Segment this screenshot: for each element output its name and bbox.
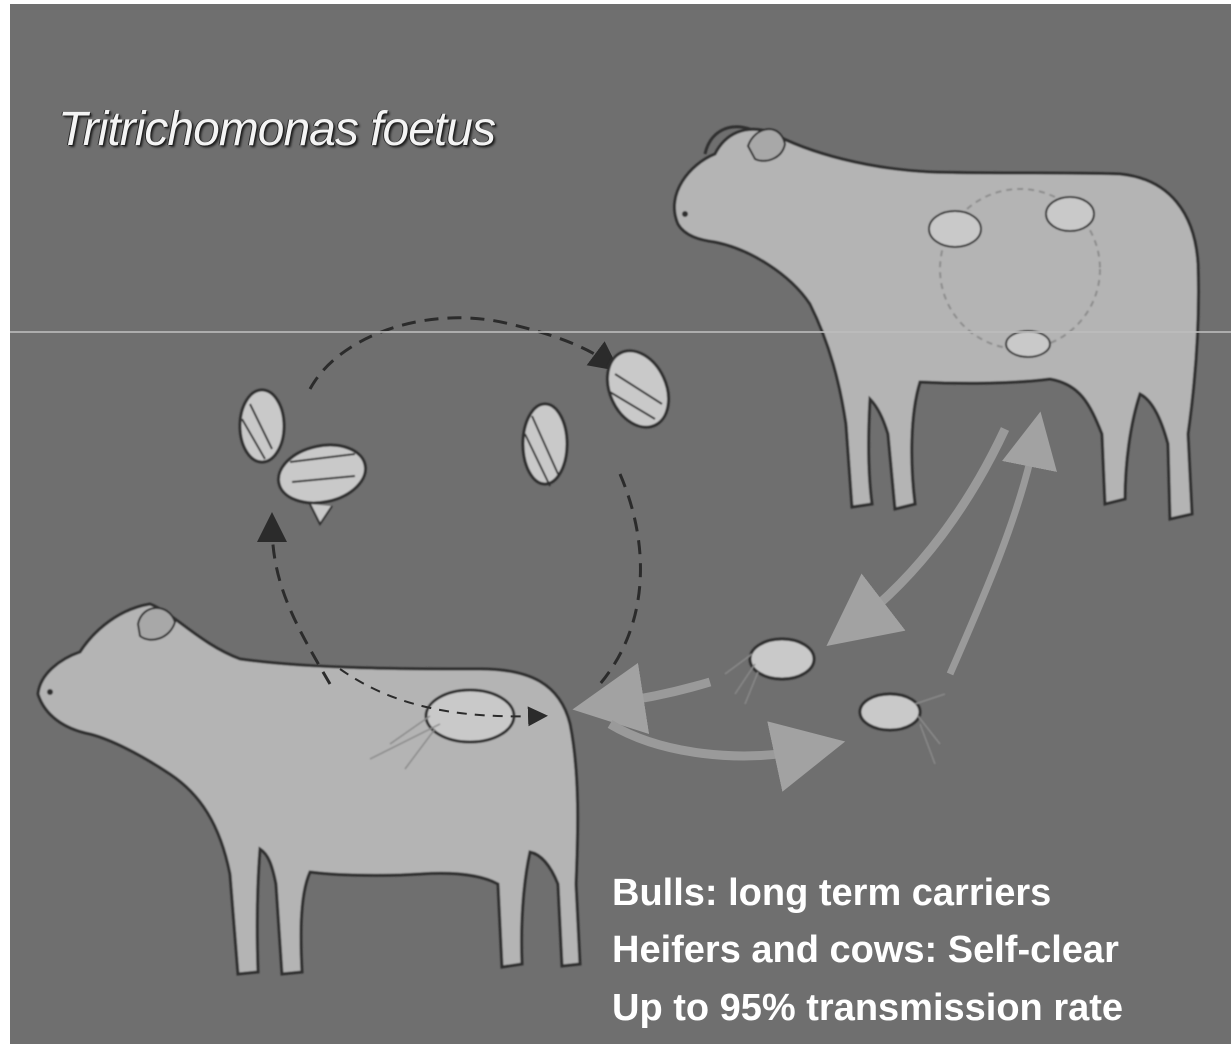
diagram-title: Tritrichomonas foetus [58, 102, 495, 157]
cow-icon [38, 604, 580, 974]
caption-transmission: Up to 95% transmission rate [612, 987, 1123, 1030]
caption-heifers: Heifers and cows: Self-clear [612, 929, 1119, 972]
caption-bulls: Bulls: long term carriers [612, 872, 1051, 915]
transmission-arrows [608, 429, 1035, 756]
bull-icon [674, 127, 1198, 519]
lifecycle-loop [272, 318, 640, 717]
diagram-panel: Tritrichomonas foetus Bulls: long term c… [10, 4, 1231, 1044]
scan-line [10, 331, 1231, 333]
